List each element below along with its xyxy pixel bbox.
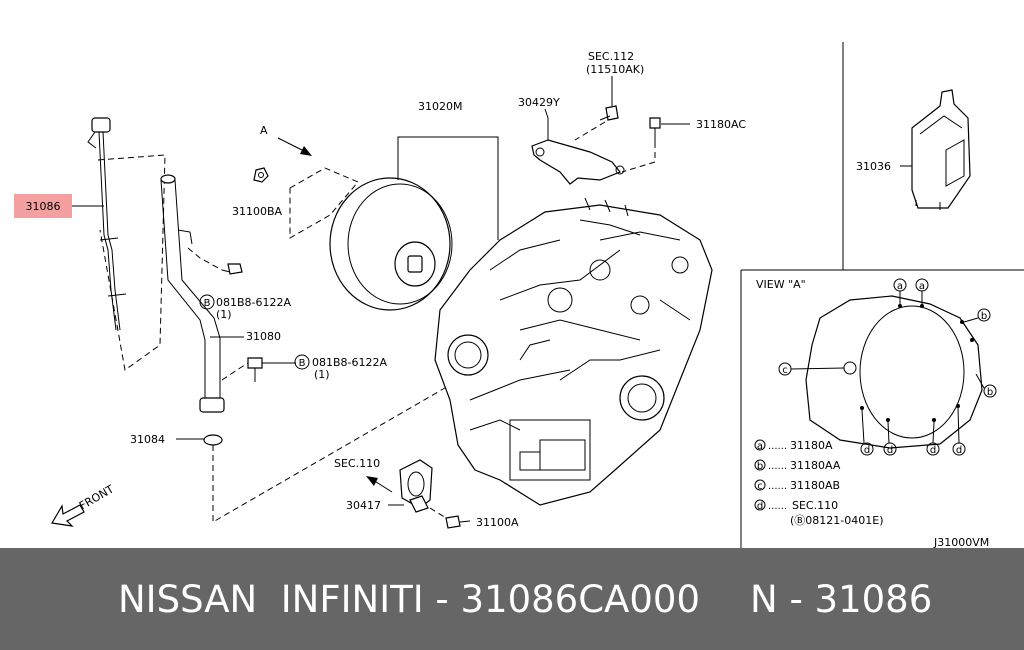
bolt-lower (221, 357, 263, 382)
tube-part (160, 174, 225, 413)
torque-converter-part (329, 177, 453, 311)
bolt-31100a (429, 507, 471, 529)
dipstick-outline (97, 154, 166, 371)
transmission-body (434, 197, 713, 506)
label-30429y: 30429Y (518, 96, 560, 109)
svg-text:FRONT: FRONT (77, 482, 116, 512)
svg-text:d: d (887, 445, 893, 456)
svg-text:......: ...... (768, 501, 787, 512)
svg-text:b: b (757, 461, 763, 472)
svg-text:d: d (956, 445, 962, 456)
svg-text:d: d (757, 501, 763, 512)
tube-guide-line (212, 384, 451, 523)
view-a-markers: a a b b c d d d d (778, 278, 997, 456)
legend-31180ab: 31180AB (790, 479, 840, 492)
highlight-box (14, 194, 72, 218)
svg-text:......: ...... (768, 461, 787, 472)
label-bolt-081b8-lower: 081B8-6122A (312, 356, 388, 369)
svg-text:B: B (204, 298, 211, 309)
label-bolt-qty-lower: (1) (314, 368, 330, 381)
sec110-arrow (372, 479, 393, 493)
view-a-title: VIEW "A" (756, 278, 806, 291)
legend-sec110: SEC.110 (792, 499, 838, 512)
nut-part (253, 167, 269, 183)
footer-part-number: NISSAN INFINITI - 31086CA000 (118, 577, 700, 621)
label-31086: 31086 (26, 200, 61, 213)
svg-text:a: a (757, 441, 763, 452)
label-sec110: SEC.110 (334, 457, 380, 470)
bracket-part (531, 118, 625, 185)
svg-text:d: d (930, 445, 936, 456)
control-unit-part (911, 89, 971, 210)
bolt-upper (187, 247, 243, 275)
label-31080: 31080 (246, 330, 281, 343)
view-a-legend: a ...... 31180A b ...... 31180AA c .....… (754, 439, 884, 527)
svg-text:B: B (299, 358, 306, 369)
bolt-marker-2: B (294, 354, 310, 370)
front-arrow: FRONT (51, 482, 116, 527)
label-sec112: SEC.112 (588, 50, 634, 63)
dipstick-part (87, 117, 127, 331)
svg-text:c: c (757, 481, 763, 492)
legend-sec110-bolt: (Ⓑ08121-0401E) (790, 514, 884, 527)
bolt-marker-1: B (199, 294, 215, 310)
label-31100a: 31100A (476, 516, 519, 529)
label-view-a-arrow: A (260, 124, 268, 137)
svg-text:a: a (897, 281, 903, 292)
legend-31180aa: 31180AA (790, 459, 841, 472)
label-31036: 31036 (856, 160, 891, 173)
svg-text:......: ...... (768, 481, 787, 492)
view-a-housing (805, 295, 983, 449)
svg-text:c: c (782, 365, 788, 376)
bracket-30417-part (399, 459, 433, 513)
legend-31180a: 31180A (790, 439, 833, 452)
converter-outline (289, 167, 359, 239)
exploded-parts-diagram: 31086 31080 B (14, 42, 1024, 548)
svg-text:......: ...... (768, 441, 787, 452)
label-31084: 31084 (130, 433, 165, 446)
bolt-sec112 (574, 105, 619, 141)
label-30417: 30417 (346, 499, 381, 512)
label-bolt-qty-upper: (1) (216, 308, 232, 321)
label-31180ac: 31180AC (696, 118, 746, 131)
footer-banner: NISSAN INFINITI - 31086CA000 N - 31086 (0, 548, 1024, 650)
svg-text:d: d (864, 445, 870, 456)
label-31020m: 31020M (418, 100, 462, 113)
svg-text:b: b (981, 311, 987, 322)
label-sec112-ref: (11510AK) (586, 63, 644, 76)
svg-text:a: a (919, 281, 925, 292)
view-a-arrow (277, 137, 307, 153)
label-31100ba: 31100BA (232, 205, 283, 218)
footer-part-ref: N - 31086 (750, 577, 933, 621)
o-ring-part (203, 434, 223, 446)
svg-text:b: b (987, 387, 993, 398)
diagram-code: J31000VM (933, 536, 989, 548)
bolt-31180ac (621, 117, 661, 173)
label-bolt-081b8-upper: 081B8-6122A (216, 296, 292, 309)
